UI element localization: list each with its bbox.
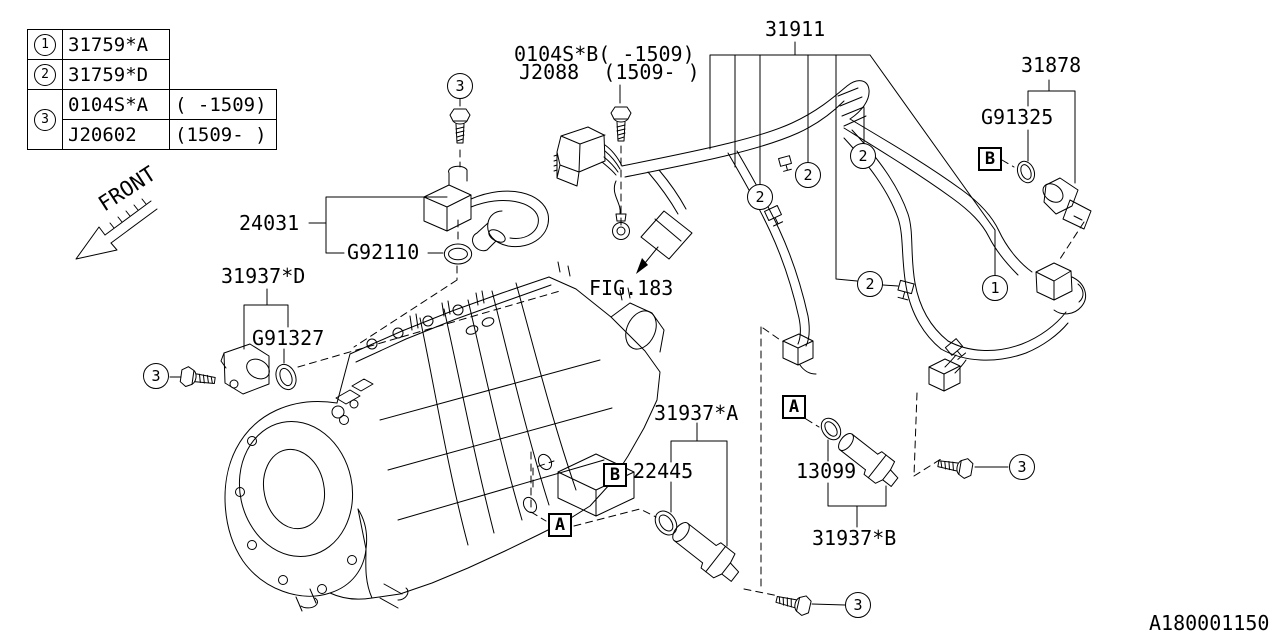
oring-13099-label: 13099 [796, 459, 857, 483]
pipe-part-label: 24031 [239, 211, 300, 235]
assembly-dashed-lines [298, 146, 1084, 596]
applicability-range: ( -1509) [169, 89, 277, 120]
legend-row: 2 31759*D [27, 59, 277, 90]
bolt-bottom-icon [773, 589, 813, 618]
sensor-d-part-label: 31937*D [221, 264, 306, 288]
hole-a-box: A [782, 395, 806, 419]
wire-harness-drawing [554, 81, 1086, 391]
hole-b-box: B [603, 463, 627, 487]
callout-2-icon: 2 [795, 162, 821, 188]
sensor-22445-icon [665, 515, 747, 589]
callout-2-icon: 2 [850, 143, 876, 169]
hole-b-box: B [978, 147, 1002, 171]
legend-row: 1 31759*A [27, 29, 277, 60]
oring-g91327-label: G91327 [252, 326, 325, 350]
oring-g91325-label: G91325 [981, 105, 1054, 129]
callout-3-icon: 3 [34, 108, 56, 131]
part-number: 31759*A [62, 29, 170, 60]
oring-22445-icon [650, 506, 682, 540]
figure-reference-label: FIG.183 [589, 276, 674, 300]
harness-part-label: 31911 [765, 17, 826, 41]
speed-sensor-part-label: 22445 [633, 459, 694, 483]
oring-g91325-icon [1013, 158, 1039, 186]
part-number: 31759*D [62, 59, 170, 90]
bolt-top-icon [449, 108, 471, 144]
oring-13099-icon [816, 414, 846, 444]
sensor-a-part-label: 31937*A [654, 401, 739, 425]
transmission-drawing [225, 262, 664, 611]
bolt-left-icon [179, 365, 217, 391]
bolt-right-icon [936, 453, 975, 480]
small-parts-drawings [179, 106, 1091, 618]
sensor-31937d-icon [221, 344, 273, 394]
switch-part-label: 31878 [1021, 53, 1082, 77]
callout-3-icon: 3 [845, 592, 871, 618]
bolt-harness-icon [610, 106, 632, 142]
callout-3-icon: 3 [1009, 454, 1035, 480]
legend-table: 1 31759*A 2 31759*D 3 0104S*A ( -1509) J… [27, 29, 277, 150]
switch-31878-icon [1039, 178, 1091, 229]
oring-g92110-icon [443, 243, 473, 265]
part-number: 0104S*A [62, 89, 170, 120]
front-arrow-icon [76, 199, 157, 259]
diagram-id-label: A180001150 [1149, 611, 1270, 635]
sensor-b-part-label: 31937*B [812, 526, 897, 550]
oring-g91327-icon [271, 360, 301, 394]
callout-3-icon: 3 [143, 363, 169, 389]
part-number: J20602 [62, 119, 170, 150]
hole-a-box: A [548, 513, 572, 537]
gasket-g92110-label: G92110 [347, 240, 420, 264]
applicability-range: (1509- ) [169, 119, 277, 150]
leader-lines [170, 42, 1075, 605]
legend-row: 3 0104S*A ( -1509) [27, 89, 277, 150]
callout-3-icon: 3 [447, 73, 473, 99]
pipe-24031-icon [424, 166, 549, 250]
callout-2-icon: 2 [857, 271, 883, 297]
callout-1-icon: 1 [982, 275, 1008, 301]
callout-2-icon: 2 [34, 63, 56, 86]
bolt-alt-part-label-line2: J2088 (1509- ) [519, 60, 700, 84]
callout-1-icon: 1 [34, 33, 56, 56]
legend-row: J20602 (1509- ) [28, 119, 277, 150]
bolt-alt-part-label-line1: 0104S*B( -1509) [514, 42, 695, 66]
callout-2-icon: 2 [747, 184, 773, 210]
